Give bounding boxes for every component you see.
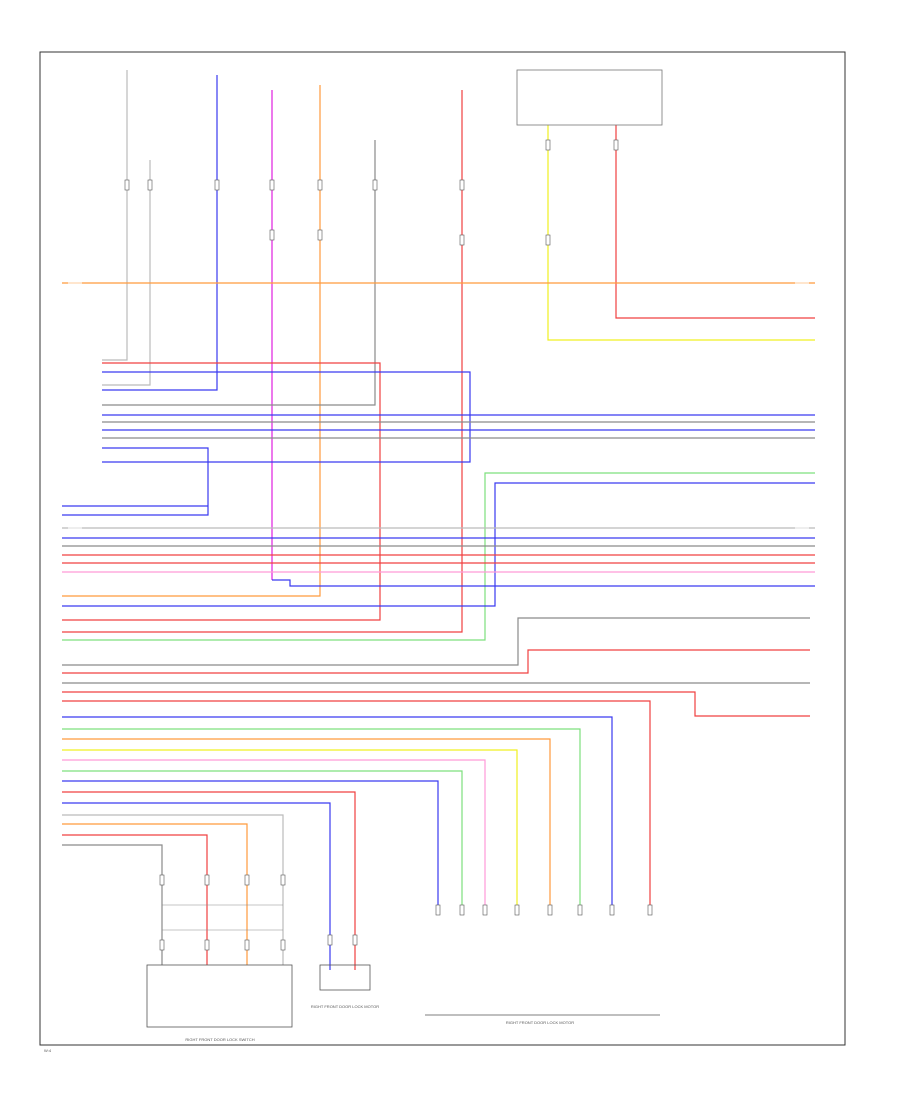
- lock-motor-label: RIGHT FRONT DOOR LOCK MOTOR: [311, 1004, 379, 1009]
- lock-switch-box: [146, 964, 293, 1028]
- wire-red-route: [62, 691, 810, 717]
- connector-pin: [647, 904, 653, 916]
- wire-tag: [795, 281, 809, 285]
- wire-blue-route: [62, 802, 331, 970]
- connector-pin: [459, 179, 465, 191]
- connector-pin: [459, 234, 465, 246]
- page-ref: W:4: [44, 1048, 52, 1053]
- wire-orange-route: [62, 738, 551, 915]
- connector-pin: [545, 139, 551, 151]
- wire-green-route: [62, 728, 581, 915]
- connector-pin: [547, 904, 553, 916]
- wire-blue-bus: [102, 371, 471, 463]
- connector-pin: [269, 179, 275, 191]
- connector-pin: [159, 939, 165, 951]
- wire-orange-route: [62, 823, 248, 965]
- wire-blue-route: [62, 716, 613, 915]
- wire-blue-bus: [62, 482, 815, 607]
- wire-pink-route: [62, 759, 486, 915]
- wire-tag: [68, 281, 82, 285]
- connectors: [124, 139, 653, 951]
- connector-pin: [577, 904, 583, 916]
- wire-blue-route: [62, 780, 439, 915]
- connector-pin: [609, 904, 615, 916]
- connector-pin: [280, 874, 286, 886]
- wire-red-feed: [62, 90, 463, 633]
- wire-red-feed: [615, 125, 815, 319]
- wire-red-route: [62, 649, 810, 674]
- wire-tag: [795, 526, 809, 530]
- wire-red-route: [62, 700, 651, 915]
- lock-motor-box: [319, 964, 371, 991]
- connector-pin: [244, 939, 250, 951]
- connector-pin: [159, 874, 165, 886]
- wire-white-feed: [102, 160, 151, 386]
- wire-gray-route: [62, 617, 810, 666]
- connector-pin: [352, 934, 358, 946]
- wire-blue-bus: [272, 579, 815, 587]
- wire-blue-bus: [62, 447, 209, 516]
- connector-pin: [545, 234, 551, 246]
- wire-yellow-feed: [547, 125, 815, 341]
- connector-pin: [327, 934, 333, 946]
- wire-yellow-route: [62, 749, 518, 915]
- wire-tag: [68, 526, 82, 530]
- connector-pin: [317, 179, 323, 191]
- connector-pin: [269, 229, 275, 241]
- component-boxes: [146, 69, 663, 1028]
- lock-switch-label: RIGHT FRONT DOOR LOCK SWITCH: [185, 1037, 254, 1042]
- wire-red-route: [62, 791, 356, 970]
- connector-pin: [613, 139, 619, 151]
- connector-pin: [147, 179, 153, 191]
- connector-pin: [244, 874, 250, 886]
- connector-pin: [214, 179, 220, 191]
- connector-pin: [459, 904, 465, 916]
- diagram-frame: [39, 51, 846, 1046]
- connector-pin: [204, 939, 210, 951]
- connector-pin: [204, 874, 210, 886]
- wire-white-route: [62, 814, 284, 965]
- wires: [62, 70, 815, 970]
- wire-orange-feed: [62, 85, 321, 597]
- wire-blue-feed: [102, 75, 218, 391]
- wire-green-route: [62, 770, 463, 915]
- connector-pin: [514, 904, 520, 916]
- connector-pin: [317, 229, 323, 241]
- wire-red-bus: [62, 362, 381, 621]
- connector-pin: [372, 179, 378, 191]
- wire-gray-feed: [102, 140, 376, 406]
- connector-pin: [124, 179, 130, 191]
- window-switch-label: RIGHT FRONT DOOR LOCK MOTOR: [506, 1020, 574, 1025]
- connector-pin: [435, 904, 441, 916]
- wire-gray-route: [62, 844, 163, 965]
- wire-white-feed: [102, 70, 128, 361]
- connector-pin: [482, 904, 488, 916]
- wire-green-bus: [62, 472, 815, 641]
- power-source-box: [516, 69, 663, 126]
- wire-red-route: [62, 834, 208, 965]
- connector-pin: [280, 939, 286, 951]
